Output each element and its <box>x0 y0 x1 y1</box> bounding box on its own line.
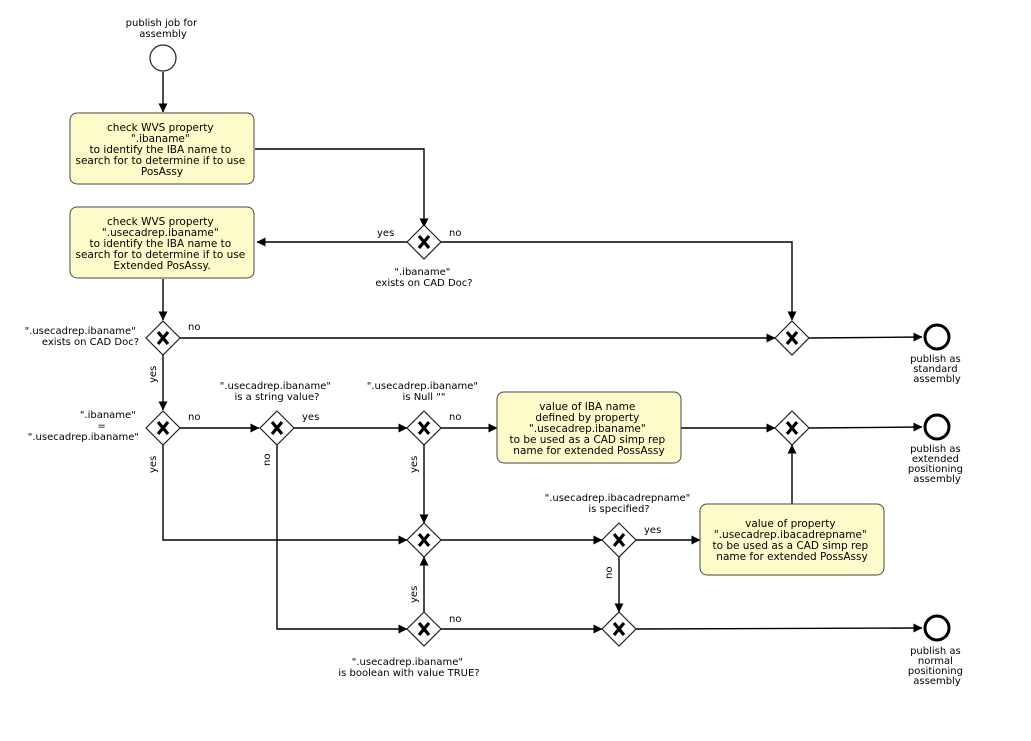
gateway-ibacadrepname-specified[interactable]: ".usecadrep.ibacadrepname" is specified? <box>545 493 694 558</box>
start-event-label: publish job for assembly <box>126 18 201 40</box>
gateway-x-icon <box>417 621 431 637</box>
gateway-usecadrep-exists-label: ".usecadrep.ibaname" exists on CAD Doc? <box>25 326 139 348</box>
gateway-is-string-label: ".usecadrep.ibaname" is a string value? <box>220 381 334 403</box>
gateway-x-icon <box>156 420 170 436</box>
gateway-ibaname-exists[interactable]: ".ibaname" exists on CAD Doc? <box>375 224 473 289</box>
label-equals-yes: yes <box>148 456 159 473</box>
task-value-ibacadrepname-box[interactable] <box>699 503 885 576</box>
gateway-is-null[interactable]: ".usecadrep.ibaname" is Null "" <box>367 381 481 446</box>
gateway-is-boolean-true[interactable]: ".usecadrep.ibaname" is boolean with val… <box>338 611 480 679</box>
end-event-standard-circle[interactable] <box>923 323 951 351</box>
gateway-merge-normal[interactable] <box>601 611 637 647</box>
gateway-is-string[interactable]: ".usecadrep.ibaname" is a string value? <box>220 381 334 446</box>
flow-check-ibaname-to-gw-exists <box>255 148 429 228</box>
end-event-normal-circle[interactable] <box>923 614 951 642</box>
flow-merge-to-extended <box>808 422 923 432</box>
gateway-is-null-label: ".usecadrep.ibaname" is Null "" <box>367 381 481 403</box>
gateway-x-icon <box>270 420 284 436</box>
gateway-ibaname-exists-label: ".ibaname" exists on CAD Doc? <box>375 267 472 289</box>
label-equals-no: no <box>188 412 200 423</box>
end-event-extended[interactable]: publish as extended positioning assembly <box>908 413 966 485</box>
gateway-x-icon <box>156 330 170 346</box>
flow-labels: yes no no yes no yes yes no no yes yes n… <box>148 228 661 625</box>
task-check-ibaname-text: check WVS property ".ibaname" to identif… <box>75 122 248 178</box>
task-check-ibaname[interactable]: check WVS property ".ibaname" to identif… <box>69 112 255 185</box>
task-check-usecadrep-box[interactable] <box>69 206 255 279</box>
gateway-is-boolean-true-label: ".usecadrep.ibaname" is boolean with val… <box>338 657 479 679</box>
start-event-circle[interactable] <box>149 44 177 72</box>
label-exists-no: no <box>449 228 461 239</box>
gateway-x-icon <box>417 420 431 436</box>
label-usecadrep-yes: yes <box>148 366 159 383</box>
gateway-x-icon <box>417 234 431 250</box>
label-usecadrep-no: no <box>188 322 200 333</box>
label-null-yes: yes <box>409 456 420 473</box>
flow-merge-to-normal <box>635 623 923 633</box>
gateway-x-icon <box>417 532 431 548</box>
end-event-extended-label: publish as extended positioning assembly <box>908 444 966 485</box>
label-boolean-yes: yes <box>409 586 420 603</box>
gateway-x-icon <box>612 532 626 548</box>
task-check-usecadrep-text: check WVS property ".usecadrep.ibaname" … <box>75 216 248 272</box>
label-specified-yes: yes <box>644 525 661 536</box>
gateway-merge-standard[interactable] <box>774 320 810 356</box>
label-boolean-no: no <box>449 614 461 625</box>
label-string-yes: yes <box>302 412 319 423</box>
gateway-x-icon <box>612 621 626 637</box>
task-value-iba-name[interactable]: value of IBA name defined by property ".… <box>496 391 682 464</box>
flow-equals-yes <box>162 445 408 545</box>
task-check-usecadrep[interactable]: check WVS property ".usecadrep.ibaname" … <box>69 206 255 279</box>
task-value-ibacadrepname[interactable]: value of property ".usecadrep.ibacadrepn… <box>699 503 885 576</box>
start-event[interactable]: publish job for assembly <box>126 18 201 72</box>
task-value-iba-name-box[interactable] <box>496 391 682 464</box>
task-value-iba-name-text: value of IBA name defined by property ".… <box>509 401 668 457</box>
gateway-ibaname-equals[interactable]: ".ibaname" = ".usecadrep.ibaname" <box>28 410 181 446</box>
end-event-extended-circle[interactable] <box>923 413 951 441</box>
label-null-no: no <box>449 412 461 423</box>
end-event-standard-label: publish as standard assembly <box>910 354 964 385</box>
label-string-no: no <box>262 454 273 466</box>
end-event-normal-label: publish as normal positioning assembly <box>908 646 966 687</box>
gateway-x-icon <box>785 330 799 346</box>
label-exists-yes: yes <box>377 228 394 239</box>
flow-gw-exists-no <box>441 241 797 321</box>
task-check-ibaname-box[interactable] <box>69 112 255 185</box>
label-specified-no: no <box>604 567 615 579</box>
gateway-ibacadrepname-specified-label: ".usecadrep.ibacadrepname" is specified? <box>545 493 694 515</box>
gateway-ibaname-equals-label: ".ibaname" = ".usecadrep.ibaname" <box>28 410 139 443</box>
gateway-merge-extended[interactable] <box>774 410 810 446</box>
flow-merge-to-standard <box>808 332 923 342</box>
gateway-merge-middle[interactable] <box>406 522 442 558</box>
end-event-normal[interactable]: publish as normal positioning assembly <box>908 614 966 687</box>
task-value-ibacadrepname-text: value of property ".usecadrep.ibacadrepn… <box>712 518 871 563</box>
end-event-standard[interactable]: publish as standard assembly <box>910 323 964 385</box>
sequence-flows <box>158 72 923 634</box>
flow-string-no <box>276 445 408 634</box>
gateway-usecadrep-exists[interactable]: ".usecadrep.ibaname" exists on CAD Doc? <box>25 320 181 356</box>
gateway-x-icon <box>785 420 799 436</box>
